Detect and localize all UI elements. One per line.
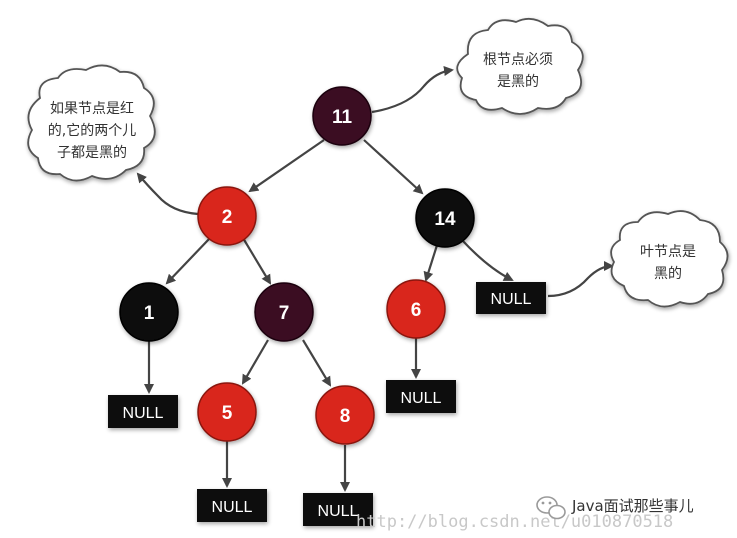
note-root-bubble: 根节点必须 是黑的	[456, 17, 584, 115]
note-leaf-line-1: 叶节点是	[640, 244, 696, 260]
node-6: 6	[386, 279, 446, 339]
node-2-label: 2	[222, 207, 233, 228]
node-7: 7	[254, 282, 314, 342]
null-leaf-5-label: NULL	[212, 499, 253, 516]
wechat-icon	[536, 496, 566, 520]
node-11: 11	[312, 86, 372, 146]
edge-11-2	[248, 139, 325, 193]
null-leaf-6-label: NULL	[401, 390, 442, 407]
edge-11-14	[363, 139, 424, 195]
edge-7-5	[241, 339, 269, 385]
note-root-line-2: 是黑的	[497, 74, 539, 90]
node-2: 2	[197, 186, 257, 246]
tree-edges	[144, 139, 514, 492]
null-leaf-1: NULL	[108, 395, 178, 428]
note-root-cloud	[456, 17, 584, 115]
note-red-line-3: 子都是黑的	[57, 145, 127, 161]
node-6-label: 6	[411, 300, 422, 321]
node-7-label: 7	[279, 303, 290, 324]
node-1: 1	[119, 282, 179, 342]
null-leaf-6: NULL	[386, 380, 456, 413]
node-5-label: 5	[222, 403, 233, 424]
connector-root-note	[371, 66, 454, 114]
note-red-bubble: 如果节点是红 的,它的两个儿 子都是黑的	[27, 64, 156, 182]
node-5: 5	[197, 382, 257, 442]
note-red-cloud	[27, 64, 156, 182]
connector-leaf-note	[547, 261, 614, 298]
note-root-line-1: 根节点必须	[483, 52, 553, 68]
null-leaf-14-label: NULL	[491, 291, 532, 308]
node-14: 14	[415, 188, 475, 248]
note-red-line-1: 如果节点是红	[50, 101, 134, 117]
edge-14-null	[461, 239, 514, 281]
node-1-label: 1	[144, 303, 155, 324]
note-leaf-bubble: 叶节点是 黑的	[610, 210, 729, 308]
node-8: 8	[315, 385, 375, 445]
note-red-line-2: 的,它的两个儿	[48, 122, 136, 139]
null-leaf-5: NULL	[197, 489, 267, 522]
edge-2-7	[242, 237, 272, 285]
brand-name: Java面试那些事儿	[571, 497, 694, 515]
null-leaf-14: NULL	[476, 282, 546, 314]
edge-7-8	[302, 339, 332, 387]
edge-2-1	[165, 237, 211, 285]
note-leaf-line-2: 黑的	[654, 266, 682, 282]
note-leaf-cloud	[610, 210, 729, 308]
connector-red-note	[136, 172, 199, 216]
edge-14-6	[423, 241, 440, 282]
node-11-label: 11	[332, 107, 353, 128]
node-14-label: 14	[434, 209, 456, 230]
null-leaf-8-label: NULL	[318, 503, 359, 520]
watermark-url: http://blog.csdn.net/u010870518	[356, 512, 673, 532]
node-8-label: 8	[340, 406, 351, 427]
null-leaf-1-label: NULL	[123, 405, 164, 422]
note-connectors	[136, 66, 614, 298]
null-leaf-8: NULL	[303, 493, 373, 526]
